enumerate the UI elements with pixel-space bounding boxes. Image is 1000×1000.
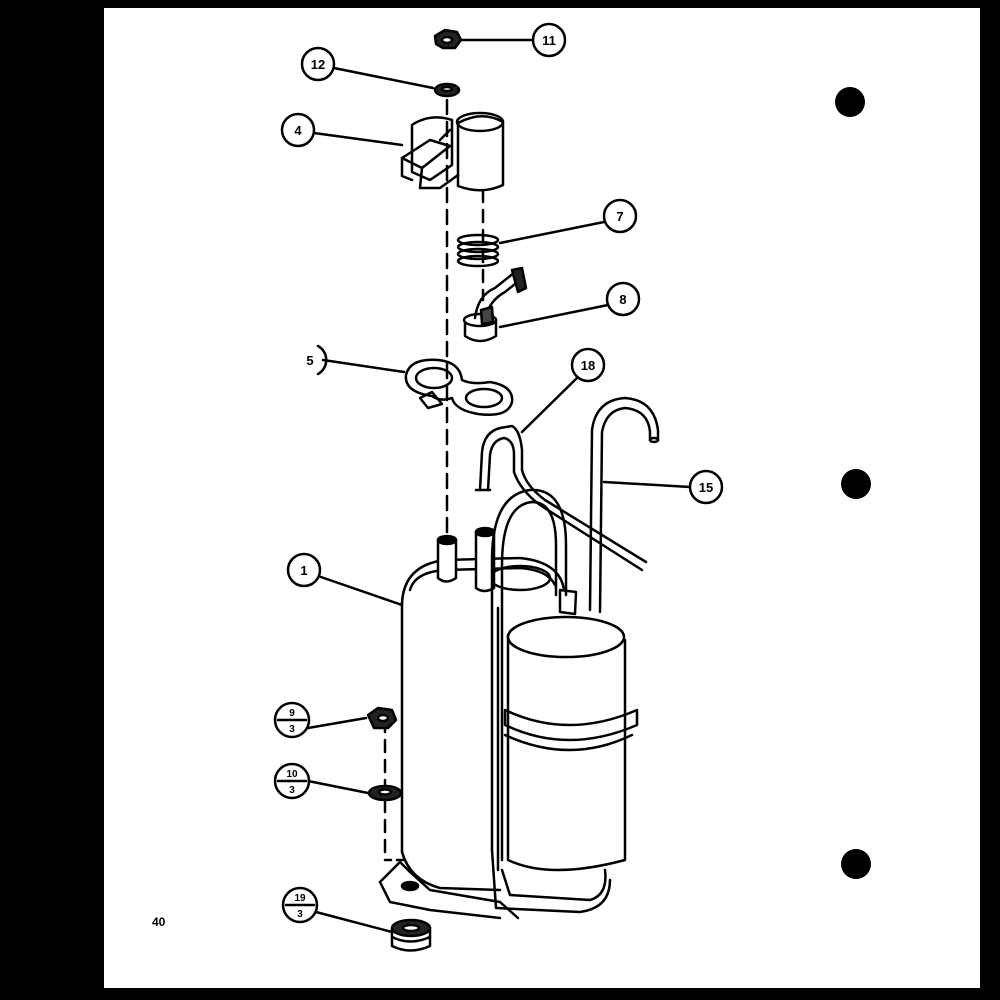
thermal-protector-part-8 (462, 266, 528, 343)
callout-label-4: 4 (294, 123, 302, 138)
nut-part-11 (433, 28, 463, 50)
leader-9 (306, 716, 368, 730)
leader-12 (332, 66, 435, 90)
leader-15 (602, 480, 692, 489)
callout-label-19-top: 19 (294, 893, 306, 904)
callout-label-9-top: 9 (289, 708, 295, 719)
suction-tube (490, 488, 612, 914)
callout-label-15: 15 (699, 480, 713, 495)
leader-18 (520, 373, 582, 434)
accumulator (503, 588, 639, 872)
spring-part-7 (456, 233, 500, 268)
tube-part-18 (474, 424, 648, 572)
callout-label-8: 8 (619, 292, 626, 307)
washer-part-10 (367, 784, 403, 802)
callout-circle-11 (531, 22, 567, 58)
terminal-cover-part-4 (400, 111, 505, 192)
callout-circle-7 (602, 198, 638, 234)
callout-circle-15 (688, 469, 724, 505)
callout-label-7: 7 (616, 209, 623, 224)
leader-10 (306, 779, 370, 795)
leader-7 (498, 220, 606, 245)
leader-1 (316, 574, 404, 607)
callout-circle-4 (280, 112, 316, 148)
callout-label-11: 11 (542, 33, 556, 48)
page-number: 40 (152, 915, 166, 929)
callout-label-10-bottom: 3 (289, 785, 295, 796)
callout-circle-18 (570, 347, 606, 383)
tube-part-15 (588, 396, 660, 614)
callout-label-12: 12 (311, 57, 325, 72)
callout-arc-5 (316, 344, 328, 376)
callout-label-19-bottom: 3 (297, 909, 303, 920)
callout-label-10-top: 10 (286, 769, 298, 780)
binder-hole-bottom (841, 849, 871, 879)
washer-part-12 (433, 82, 461, 98)
callout-label-18: 18 (581, 358, 595, 373)
binder-hole-top (835, 87, 865, 117)
leader-8 (498, 303, 610, 329)
grommet-part-19 (390, 918, 432, 952)
callout-circle-8 (605, 281, 641, 317)
callout-circle-12 (300, 46, 336, 82)
callout-label-1: 1 (300, 563, 307, 578)
callout-label-9-bottom: 3 (289, 724, 295, 735)
callout-circle-1 (286, 552, 322, 588)
compressor-body-part-1 (378, 526, 566, 920)
leader-19 (314, 910, 394, 934)
binder-hole-middle (841, 469, 871, 499)
leader-4 (312, 131, 404, 147)
leader-5 (321, 358, 406, 374)
nut-part-9 (366, 706, 398, 730)
callout-label-5: 5 (306, 353, 313, 368)
page-edge (980, 0, 983, 1000)
gasket-part-5 (404, 358, 514, 416)
